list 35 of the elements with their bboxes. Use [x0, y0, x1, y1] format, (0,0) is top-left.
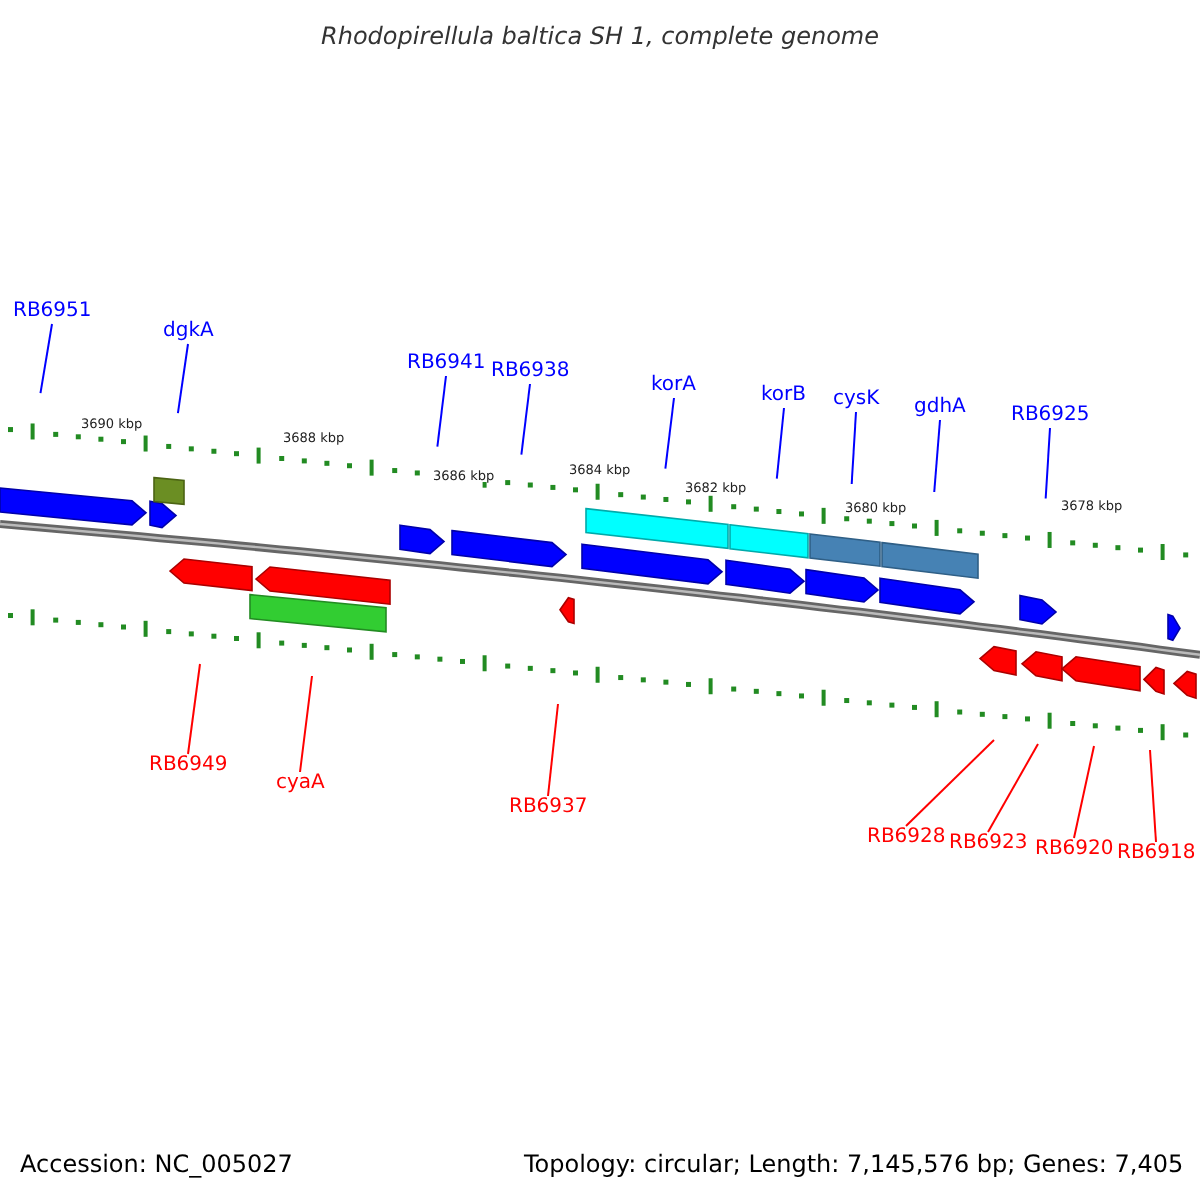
leader-line: [850, 411, 857, 485]
gene-label: RB6941: [407, 354, 486, 374]
gene-label: RB6925: [1011, 406, 1090, 426]
gene-label: RB6918: [1117, 844, 1196, 864]
leader-line: [775, 407, 785, 480]
gene-label: RB6923: [949, 834, 1028, 854]
gene-label: RB6928: [867, 828, 946, 848]
leader-line: [176, 343, 189, 415]
gene-label: RB6920: [1035, 840, 1114, 860]
gene-label: korA: [651, 376, 697, 396]
leader-line: [1044, 427, 1051, 500]
footer-text: Accession: NC_005027: [20, 1152, 293, 1176]
leader-line: [1149, 749, 1157, 843]
gene-label: RB6951: [13, 302, 92, 322]
gene-label: RB6949: [149, 756, 228, 776]
leader-line: [187, 663, 201, 755]
leader-line: [547, 703, 559, 797]
leader-line: [436, 375, 447, 448]
gene-label: RB6937: [509, 798, 588, 818]
gene-label: RB6938: [491, 362, 570, 382]
gene-label: gdhA: [914, 398, 966, 418]
leader-line: [987, 743, 1039, 833]
leader-line: [520, 383, 531, 456]
gene-label: cyaA: [276, 774, 325, 794]
leader-line: [299, 675, 313, 773]
map-title: Rhodopirellula baltica SH 1, complete genome: [321, 24, 879, 48]
leader-line: [664, 397, 675, 470]
footer-text: Topology: circular; Length: 7,145,576 bp; Genes: 7,405: [524, 1152, 1184, 1176]
leader-line: [905, 739, 995, 827]
gene-label: cysK: [833, 390, 880, 410]
leader-line: [933, 419, 941, 493]
leader-line: [39, 323, 53, 395]
gene-label: dgkA: [163, 322, 214, 342]
gene-label: korB: [761, 386, 807, 406]
leader-line: [1073, 745, 1095, 839]
